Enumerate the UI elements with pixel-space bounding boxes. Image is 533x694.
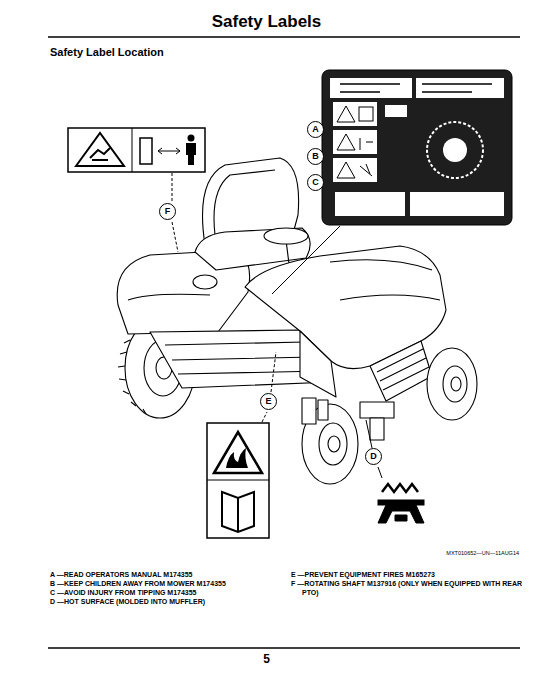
hot-surface-symbol xyxy=(378,505,424,523)
fire-decal xyxy=(207,480,269,481)
fire-decal xyxy=(207,423,269,538)
callout-circle: C xyxy=(307,174,324,191)
decal-panel xyxy=(340,84,492,92)
fire-decal xyxy=(226,448,248,468)
legend-entry: D —HOT SURFACE (MOLDED INTO MUFFLER) xyxy=(50,598,280,607)
callout-circle: B xyxy=(307,148,324,165)
tractor-drawing xyxy=(193,275,217,289)
rotating-shaft-decal xyxy=(140,138,152,164)
callout-circle: F xyxy=(159,203,176,220)
page-rule xyxy=(48,36,520,38)
fire-decal xyxy=(207,423,269,538)
figure-code: MXT010652—UN—11AUG14 xyxy=(446,550,519,557)
callout-letter: A xyxy=(312,125,319,134)
hot-surface-symbol xyxy=(395,515,407,521)
legend-entry: A —READ OPERATORS MANUAL M174355 xyxy=(50,571,280,580)
rotating-shaft-decal xyxy=(68,128,205,172)
decal-panel xyxy=(337,106,355,178)
leader-line xyxy=(262,412,267,422)
decal-panel xyxy=(322,70,512,225)
fire-decal xyxy=(222,492,254,532)
decal-panel xyxy=(427,122,483,178)
page-rule xyxy=(48,647,520,649)
section-heading: Safety Label Location xyxy=(50,46,164,60)
fire-decal xyxy=(214,432,262,473)
leader-line xyxy=(172,173,173,203)
leader-line xyxy=(378,467,382,478)
tractor-drawing xyxy=(264,228,308,244)
rotating-shaft-decal xyxy=(158,148,180,154)
rotating-shaft-decal xyxy=(76,133,124,166)
legend-entry: F —ROTATING SHAFT M137916 (ONLY WHEN EQU… xyxy=(291,580,523,598)
callout-letter: C xyxy=(312,178,319,187)
leader-line xyxy=(272,226,340,294)
tractor-drawing xyxy=(451,377,461,391)
tractor-drawing xyxy=(318,400,328,420)
rotating-shaft-decal xyxy=(186,143,196,165)
tractor-drawing xyxy=(328,436,340,452)
callout-circle: A xyxy=(307,121,324,138)
leader-line xyxy=(271,352,276,392)
tractor-drawing xyxy=(128,294,210,300)
legend-entry: E —PREVENT EQUIPMENT FIRES M165273 xyxy=(291,571,523,580)
rotating-shaft-decal xyxy=(132,128,133,172)
hot-surface-symbol xyxy=(378,500,424,505)
decal-panel xyxy=(359,107,373,121)
tractor-drawing xyxy=(300,331,336,397)
callout-letter: B xyxy=(312,152,319,161)
tractor-drawing xyxy=(370,418,384,440)
hot-surface-symbol xyxy=(378,484,424,523)
page-title: Safety Labels xyxy=(0,12,533,32)
tractor-drawing xyxy=(377,349,429,390)
tractor-drawing xyxy=(118,340,146,414)
decal-panel xyxy=(410,192,504,216)
decal-panel xyxy=(443,138,467,162)
leader-line xyxy=(366,420,372,448)
callout-letter: E xyxy=(265,397,271,406)
callout-circle: E xyxy=(260,393,277,410)
page-number: 5 xyxy=(0,652,533,667)
tractor-drawing xyxy=(214,170,275,235)
tractor-drawing xyxy=(370,341,432,401)
tractor-drawing xyxy=(360,402,394,418)
tractor-drawing xyxy=(302,398,316,424)
hot-surface-symbol xyxy=(382,484,418,492)
page-rule xyxy=(48,37,520,648)
tractor-drawing xyxy=(319,423,347,465)
tractor-drawing xyxy=(427,348,477,420)
decal-panel xyxy=(360,138,373,176)
tractor-drawing xyxy=(330,260,440,300)
rotating-shaft-decal xyxy=(68,128,205,172)
decal-panel xyxy=(335,192,405,216)
decal-panel xyxy=(330,78,412,98)
tractor-drawing xyxy=(443,366,467,402)
decal-panel xyxy=(385,105,407,117)
rotating-shaft-decal xyxy=(188,135,195,142)
callout-circle: D xyxy=(365,448,382,465)
callout-letter: D xyxy=(370,452,377,461)
legend-entry: C —AVOID INJURY FROM TIPPING M174355 xyxy=(50,589,280,598)
leader-line xyxy=(172,173,382,478)
decal-panel xyxy=(322,70,512,225)
callout-letter: F xyxy=(165,207,171,216)
tractor-drawing xyxy=(165,342,323,374)
legend-entry: B —KEEP CHILDREN AWAY FROM MOWER M174355 xyxy=(50,580,280,589)
rotating-shaft-decal xyxy=(90,148,110,160)
decal-panel xyxy=(416,78,504,98)
leader-line xyxy=(172,222,178,252)
